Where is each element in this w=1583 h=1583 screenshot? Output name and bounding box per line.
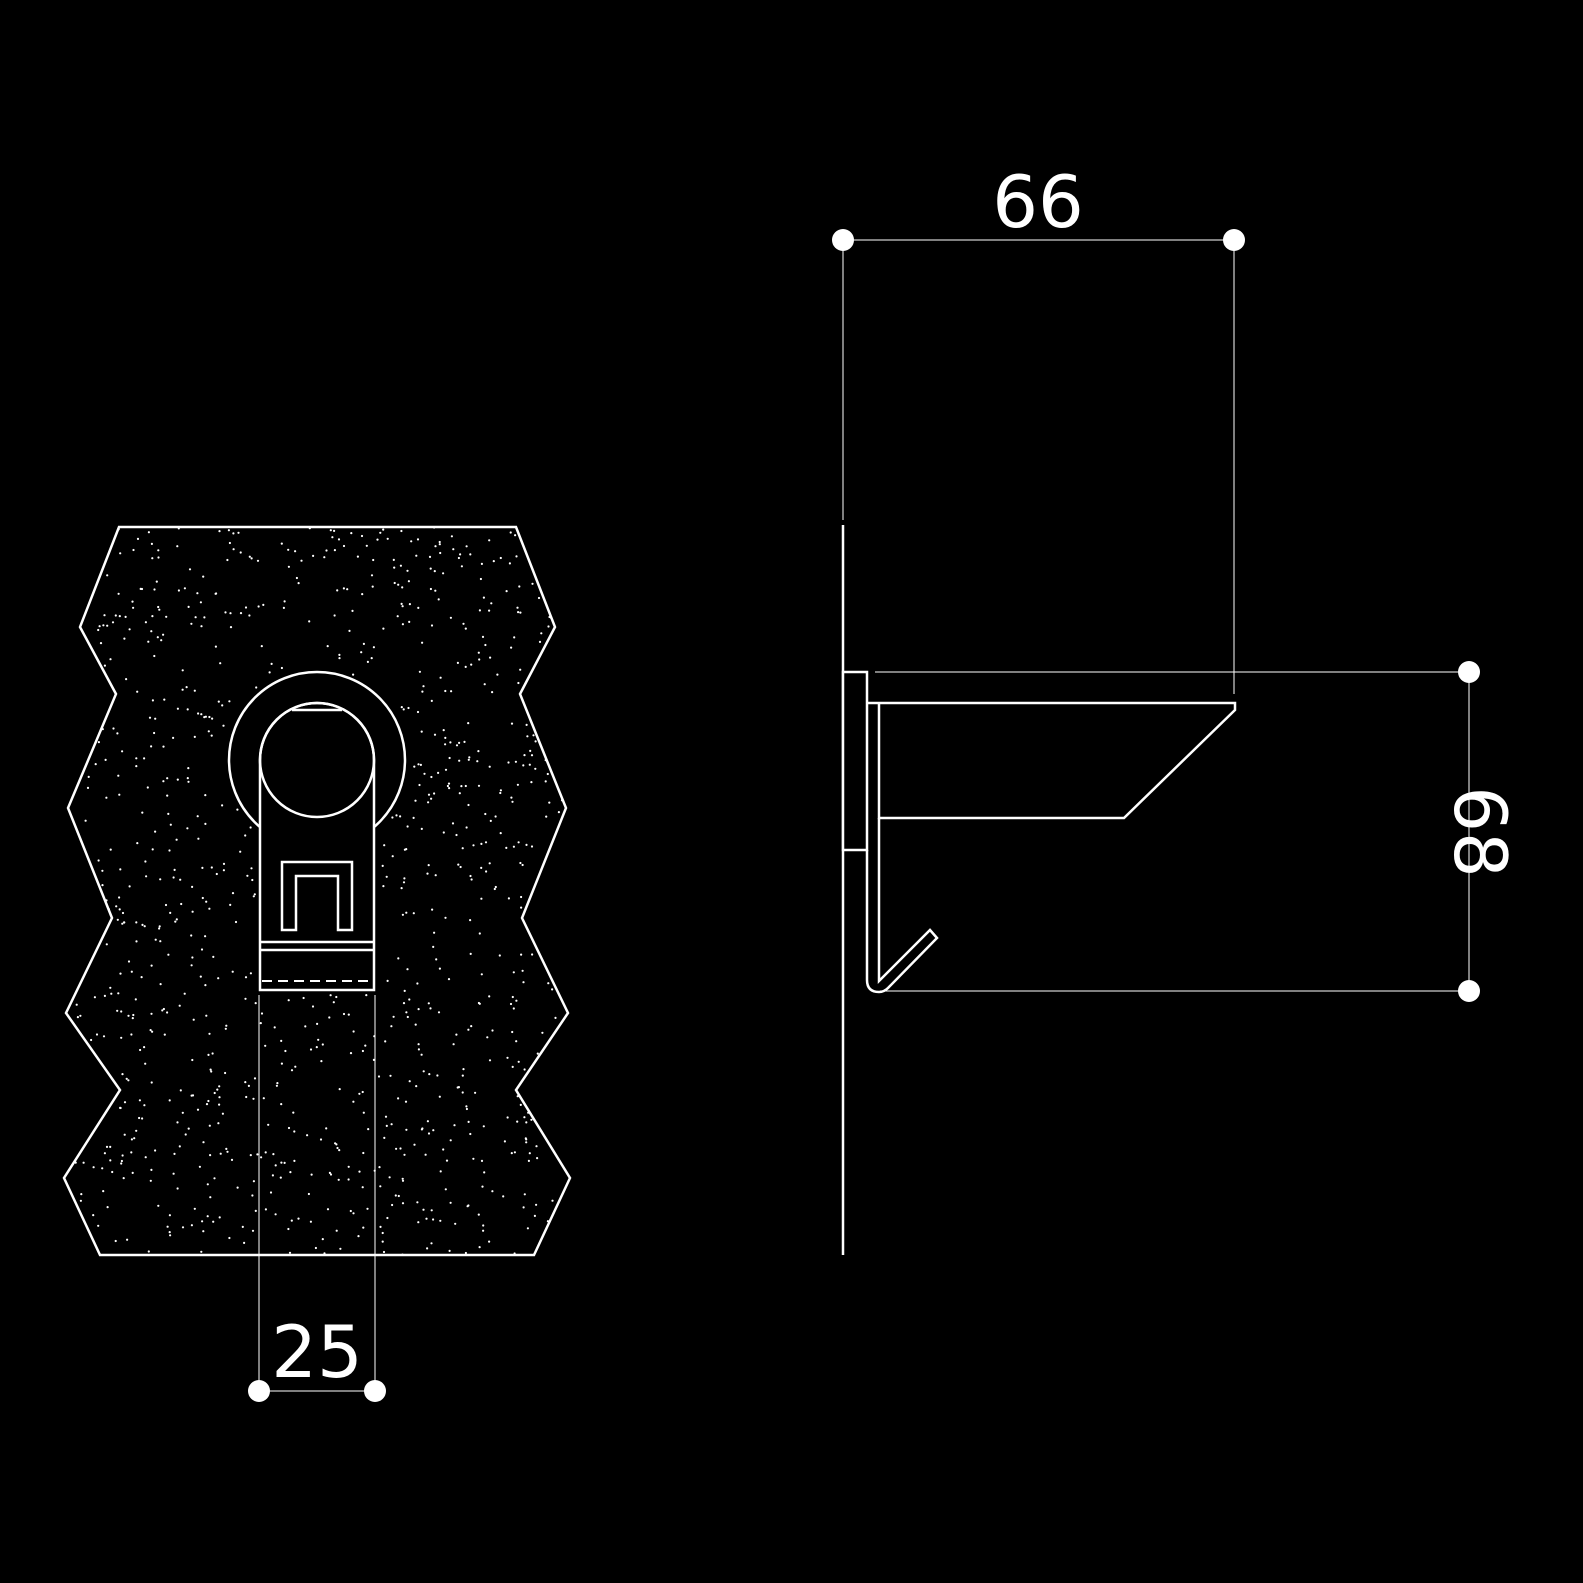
front-view: 25 (62, 525, 572, 1402)
depth-dimension: 66 (832, 160, 1245, 694)
back-plate (841, 670, 869, 852)
dimension-dot (1223, 229, 1245, 251)
dimension-dot (364, 1380, 386, 1402)
dimension-dot (832, 229, 854, 251)
dimension-dot (1458, 661, 1480, 683)
wall-patch-outline (62, 525, 572, 1257)
width-dimension-label: 25 (271, 1310, 363, 1394)
side-view: 66 68 (832, 160, 1522, 1255)
height-dimension-label: 68 (1438, 786, 1522, 878)
height-dimension: 68 (875, 661, 1522, 1002)
hook-tip (865, 818, 939, 994)
hook-head-circle (258, 701, 376, 819)
dimension-dot (248, 1380, 270, 1402)
depth-dimension-label: 66 (992, 160, 1084, 244)
hook-body (258, 701, 376, 992)
dimension-dot (1458, 980, 1480, 1002)
wall-texture (74, 526, 564, 1256)
hook-slot (280, 860, 354, 932)
hook-arm (867, 701, 1237, 820)
width-dimension: 25 (248, 995, 386, 1402)
